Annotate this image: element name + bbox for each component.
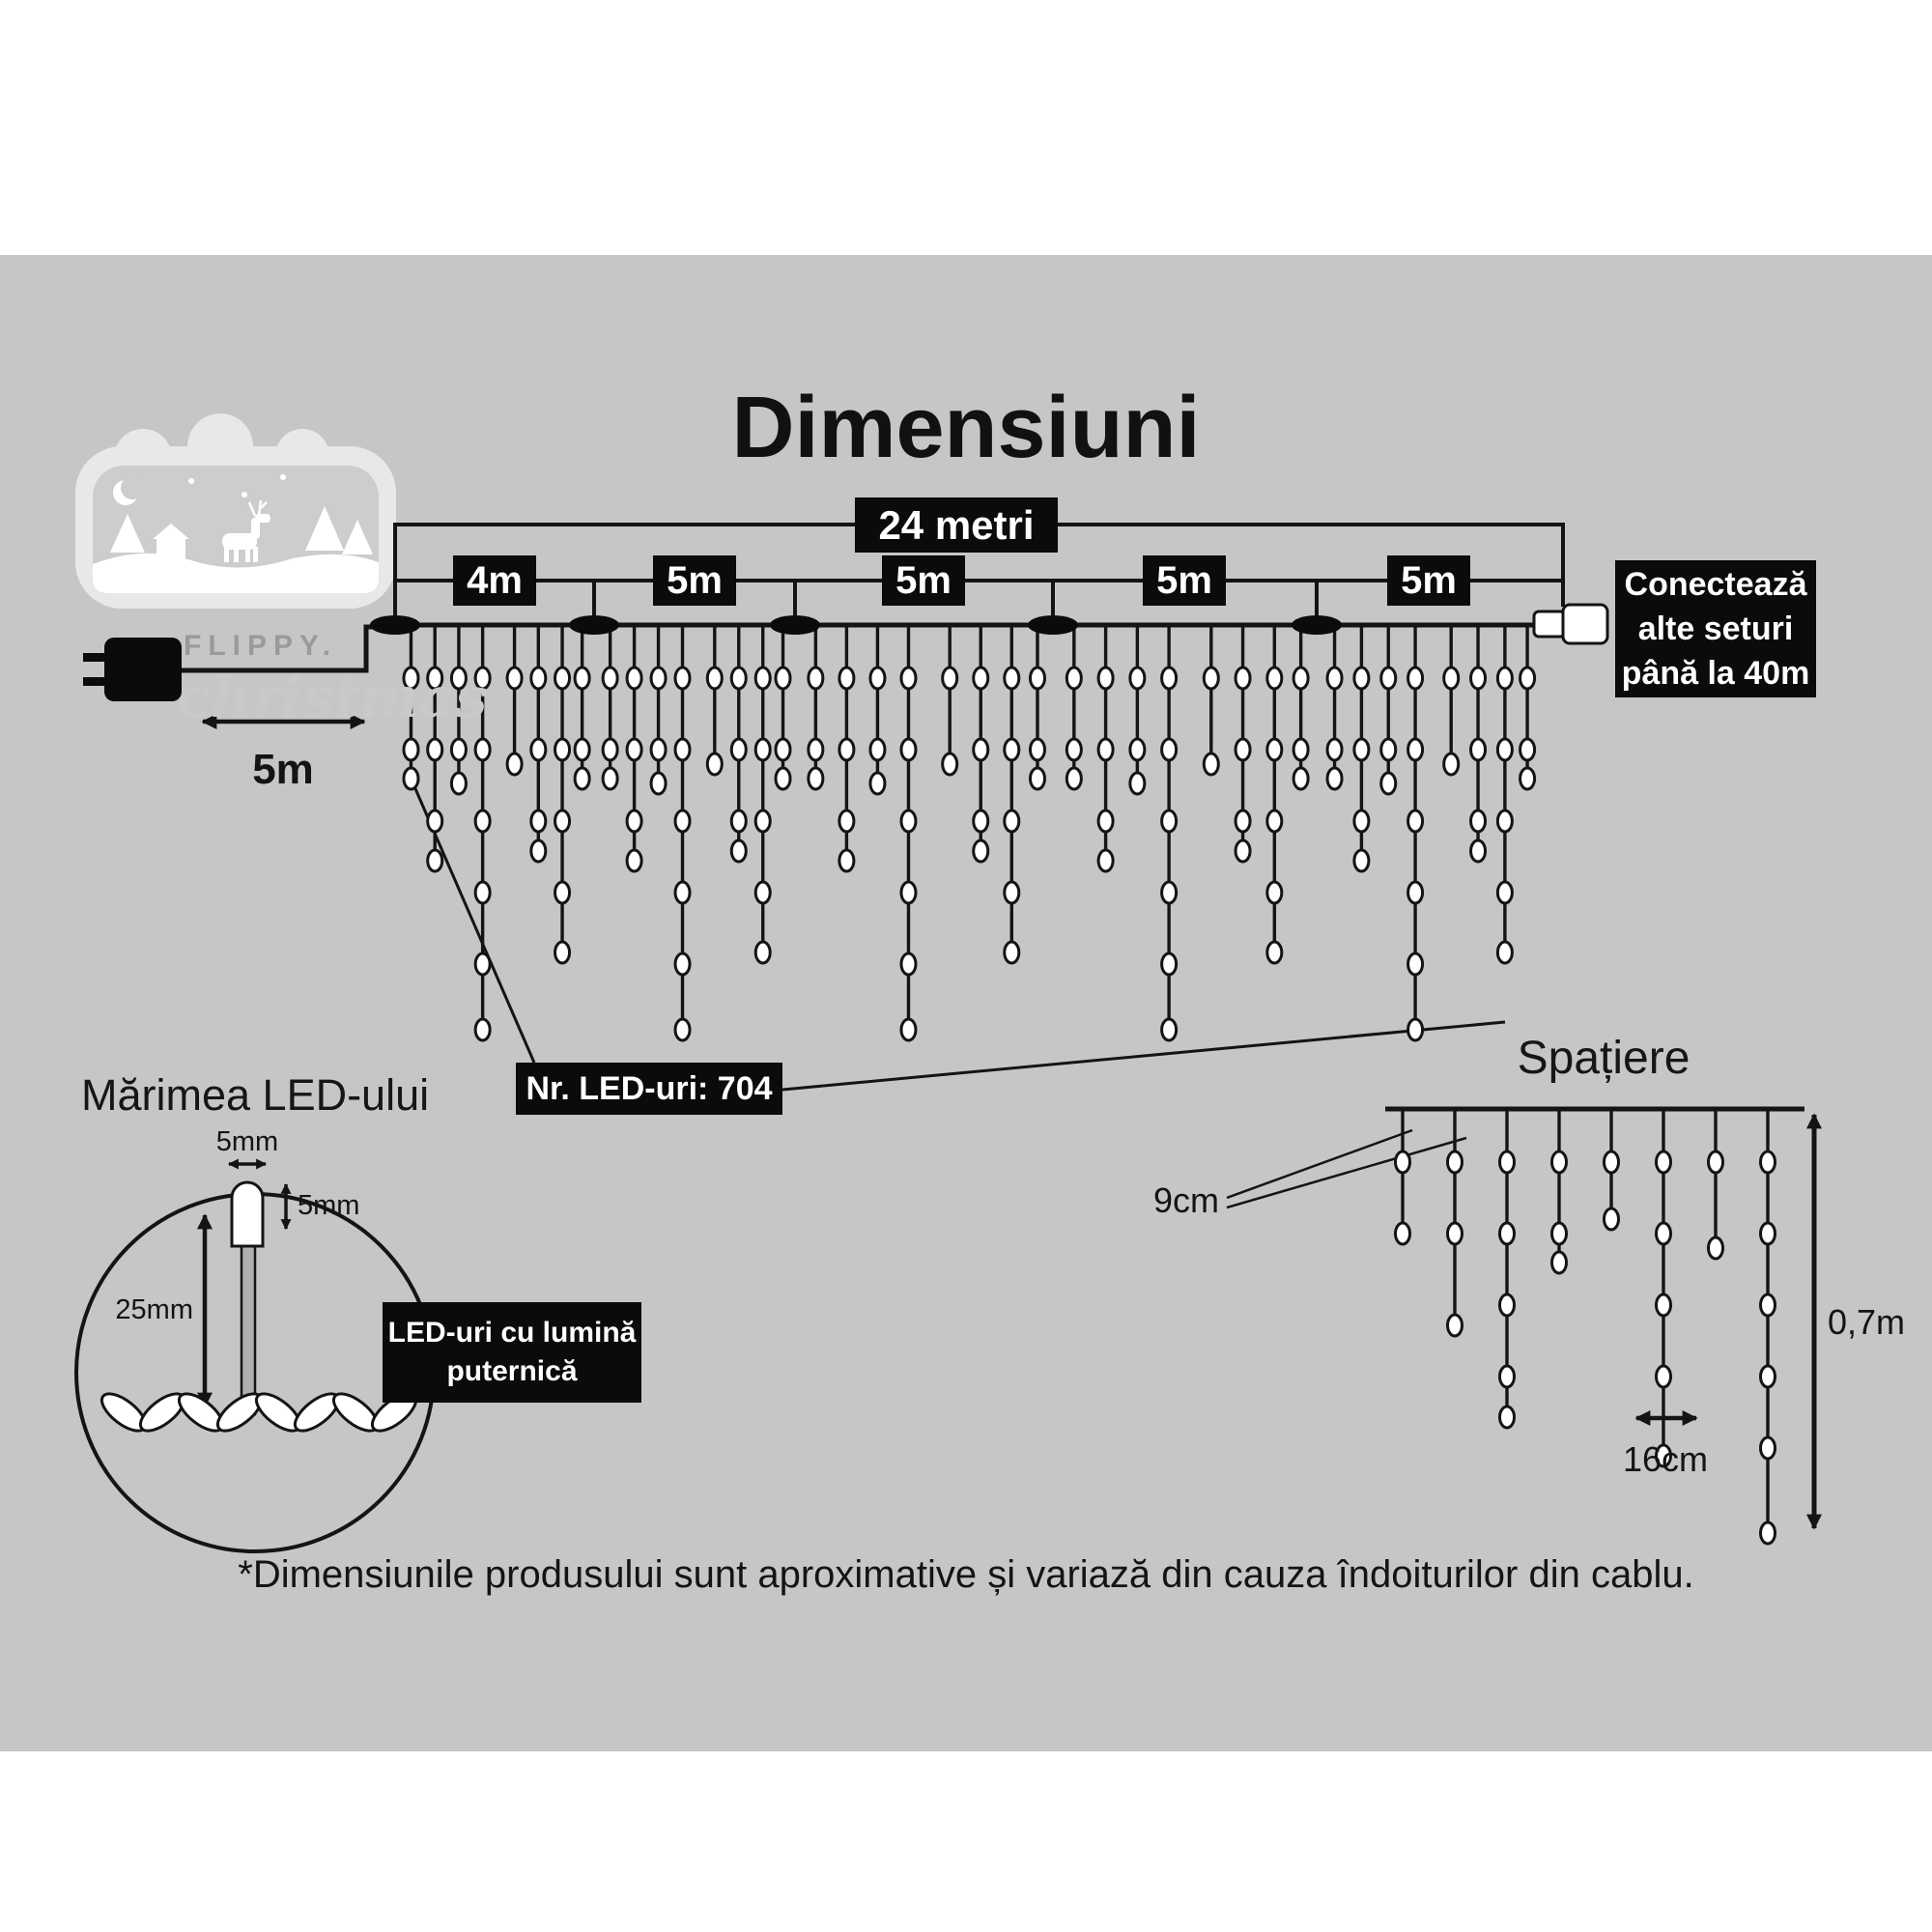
bulb-width-label: 5mm [215,1126,279,1157]
led-count-label: Nr. LED-uri: 704 [516,1063,782,1115]
spacing-heading: Spațiere [1517,1033,1690,1084]
segment-label-4: 5m [1143,555,1226,606]
connector-note-line: alte seturi [1637,611,1794,647]
connector-note-line: Conectează [1624,566,1807,603]
connector-note: Conectează alte seturi până la 40m [1615,560,1816,697]
connector-note-line: până la 40m [1621,655,1810,692]
end-connector-icon [1532,603,1609,645]
strand-gap-pointer [1226,1128,1413,1200]
twisted-cable [99,1392,418,1433]
drop-height-label: 0,7m [1828,1302,1906,1342]
page-title: Dimensiuni [731,380,1201,476]
total-length-label: 24 metri [855,497,1058,553]
strand-gap-pointer [1226,1136,1467,1209]
segment-label-3: 5m [882,555,965,606]
star-icon [188,478,194,484]
star-icon [280,474,286,480]
segment-label-1: 4m [453,555,536,606]
house-icon [153,524,189,558]
disclaimer-note: *Dimensiunile produsului sunt aproximati… [238,1553,1694,1596]
deer-icon [222,499,270,562]
logo-brand-text: FLIPPY. [184,630,338,662]
led-count-pointer-right [781,1020,1506,1092]
segment-label-2: 5m [653,555,736,606]
lead-length-label: 5m [252,746,314,793]
led-bulb-icon [230,1180,265,1248]
led-brightness-note-line: puternică [446,1355,578,1387]
power-plug-icon [83,638,182,701]
led-gap-label: 16cm [1622,1439,1709,1479]
snow-ground [93,553,379,593]
strand-gap-label: 9cm [1152,1180,1219,1220]
star-icon [242,492,247,497]
segment-label-5: 5m [1387,555,1470,606]
led-brightness-note-line: LED-uri cu lumină [387,1317,637,1349]
tree-icon [305,506,344,551]
bulb-height-label: 5mm [298,1190,360,1221]
led-brightness-note: LED-uri cu lumină puternică [383,1302,641,1403]
tree-icon [342,520,373,554]
logo-script-text: christmas [177,665,488,730]
brand-logo-art [75,413,396,609]
led-size-heading: Mărimea LED-ului [81,1070,430,1120]
icicle-curtains [370,581,1776,1546]
led-stem [240,1242,257,1416]
bulb-length-label: 25mm [115,1294,193,1325]
tree-icon [110,514,145,553]
